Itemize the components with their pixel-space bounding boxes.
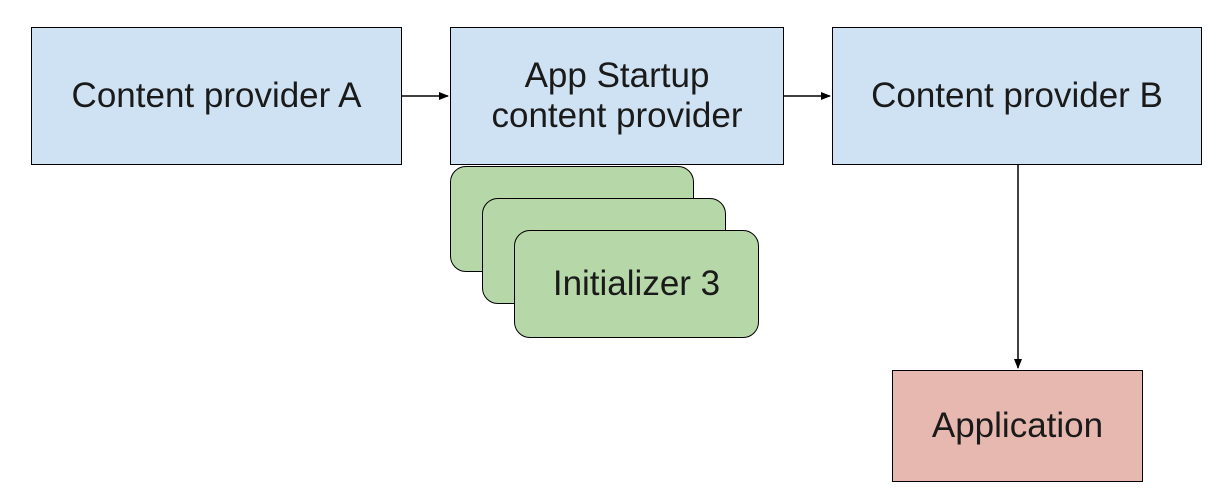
node-content-provider-b-label: Content provider B (871, 75, 1163, 115)
node-content-provider-b: Content provider B (832, 27, 1202, 165)
node-initializer-3: Initializer 3 (514, 230, 759, 338)
node-content-provider-a: Content provider A (31, 27, 402, 165)
node-app-startup-label-line1: App Startup (524, 55, 710, 95)
node-app-startup-label-line2: content provider (491, 96, 743, 135)
node-initializer-3-label: Initializer 3 (552, 263, 721, 303)
node-content-provider-a-label: Content provider A (71, 75, 362, 115)
node-application: Application (892, 370, 1143, 482)
node-app-startup-content-provider: App Startup content provider (450, 27, 784, 165)
node-application-label: Application (931, 405, 1104, 445)
